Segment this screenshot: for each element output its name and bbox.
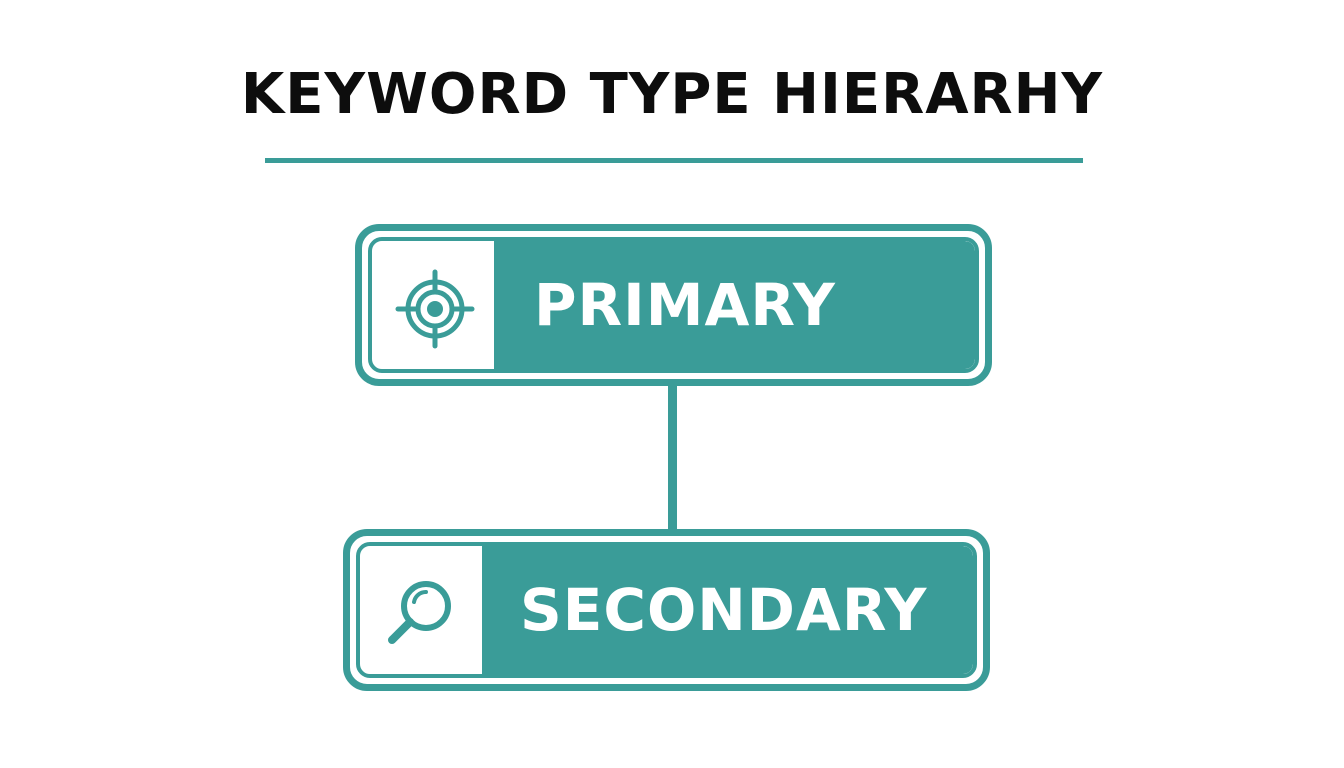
secondary-node: SECONDARY <box>343 529 990 691</box>
primary-node: PRIMARY <box>355 224 992 386</box>
secondary-node-inner: SECONDARY <box>356 542 977 678</box>
title-underline <box>265 158 1083 163</box>
target-icon <box>390 264 480 354</box>
primary-label: PRIMARY <box>534 271 836 339</box>
secondary-label-panel: SECONDARY <box>482 546 973 674</box>
diagram-title: KEYWORD TYPE HIERARHY <box>240 62 1104 127</box>
secondary-label: SECONDARY <box>520 576 928 644</box>
primary-node-inner: PRIMARY <box>368 237 979 373</box>
hierarchy-connector <box>668 380 677 533</box>
primary-label-panel: PRIMARY <box>494 241 975 369</box>
magnifying-glass-icon <box>380 576 460 656</box>
